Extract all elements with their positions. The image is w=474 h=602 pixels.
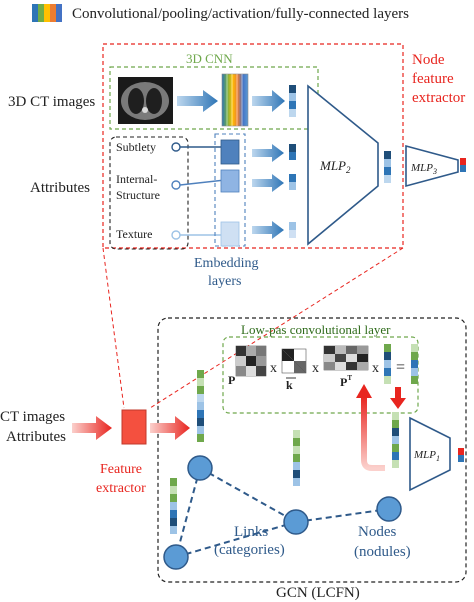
ct-images-input-label: CT images [0,409,65,425]
graph-node-3 [163,544,189,570]
internal-link [179,179,226,186]
embed-vector-1 [289,144,296,160]
p-matrix [235,345,267,377]
nodes-label-1: Nodes [358,524,396,540]
edge-1 [199,467,297,523]
lowpass-label: Low-pas convolutional layer [241,322,391,337]
arrow-ct-to-cnn [177,90,218,112]
cnn-label: 3D CNN [186,51,233,66]
embed-vector-2 [289,174,296,190]
embedding-label-1: Embedding [194,256,259,271]
k-matrix [281,348,307,374]
arrow-down-to-features [390,387,406,409]
gcn-box [157,317,467,583]
node-feature-column [392,412,399,468]
node-feature-label-1: Node [412,52,445,68]
lowpass-output-vector [411,344,418,384]
gcn-title: GCN (LCFN) [276,585,360,601]
arrow-extractor-to-features [150,416,190,440]
subtlety-label: Subtlety [116,140,156,154]
embedding-subtlety [220,139,240,165]
mlp3-label: MLP3 [410,162,437,176]
mlp2-output-vector [384,151,391,183]
edge-4 [295,508,390,523]
feedback-path [361,396,385,471]
embedding-texture [220,221,240,247]
edge-2 [175,467,201,558]
feedback-arrowhead [356,384,372,398]
mlp1-label: MLP1 [413,449,440,463]
legend: Convolutional/pooling/activation/fully-c… [32,4,409,22]
node-feature-label-2: feature [412,71,454,87]
feature-extractor-block [121,409,147,445]
feature-extractor-label-2: extractor [96,481,146,496]
k-label: k [286,378,293,392]
internal-label-1: Internal- [116,172,157,186]
node-feature-label-3: extractor [412,90,465,106]
arrow-cnn-to-vector [252,90,285,112]
mlp2-trapezoid [307,84,379,246]
attributes-box [109,136,189,250]
zoom-line-right [149,247,404,409]
cnn-feature-vector [289,85,296,117]
ct-image [118,77,173,124]
mlp1-trapezoid [409,416,451,492]
times-2: x [312,361,319,376]
legend-text: Convolutional/pooling/activation/fully-c… [72,6,409,22]
mlp3-output [460,158,466,172]
lowpass-input-vector [384,344,391,384]
attributes-label: Attributes [30,180,90,196]
mlp1-output [458,448,464,462]
arrow-embed-2 [252,174,284,192]
internal-port [171,180,181,190]
node1-feature-vector [197,370,204,442]
nodes-label-2: (nodules) [354,544,411,560]
ct-images-label: 3D CT images [8,94,95,110]
links-label-1: Links [234,524,268,540]
graph-node-1 [187,455,213,481]
graph-node-2 [283,509,309,535]
texture-label: Texture [116,227,152,241]
mlp2-label: MLP2 [319,158,351,175]
pt-label: PT [340,374,352,389]
cnn-stack [221,73,249,127]
times-3: x [372,361,379,376]
mlp3-trapezoid [405,144,459,188]
arrow-input-to-extractor [72,416,112,440]
embedding-internal [220,169,240,193]
edge-3 [175,521,297,558]
node3-feature-vector [170,478,177,534]
p-label: P [228,373,235,387]
subtlety-port [171,142,181,152]
equals-sign: = [396,359,405,376]
arrow-embed-1 [252,144,284,162]
attributes-input-label: Attributes [6,429,66,445]
legend-icon [32,4,62,22]
internal-label-2: Structure [116,188,160,202]
graph-node-4 [376,496,402,522]
links-label-2: (categories) [214,542,285,558]
embedding-label-2: layers [208,274,241,289]
feature-extractor-label-1: Feature [100,462,142,477]
embed-vector-3 [289,222,296,238]
texture-port [171,230,181,240]
node2-feature-vector [293,430,300,486]
graph-edges [175,467,390,558]
zoom-line-left [102,247,125,409]
times-1: x [270,361,277,376]
arrow-embed-3 [252,221,284,239]
node-feature-extractor-box [102,43,404,249]
pt-matrix [323,345,369,371]
